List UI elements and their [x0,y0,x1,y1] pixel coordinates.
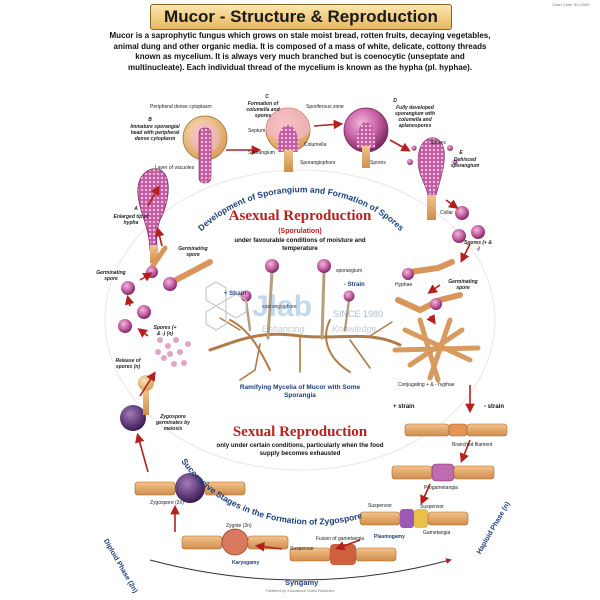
suspensor-label-c: Suspensor [290,546,314,552]
watermark-brand: Jlab [252,290,313,323]
right-hyphae-label: Hyphae [395,282,413,288]
stage-a-letter: A [134,206,138,212]
right-plus-strain: + strain [393,404,415,410]
central-mycelium [208,270,402,381]
stage-c-columella-formation [265,107,311,172]
zygospore-label: Zygospore (2n) [150,500,184,506]
stage-e-collar-label: Collar [440,210,454,216]
conjugating-label: Conjugating + & - hyphae [398,382,455,388]
sexual-conditions: only under certain conditions, particula… [216,442,384,457]
karyogamy-label: Karyogamy [232,560,260,566]
branched-filament [404,423,508,437]
left-germinating-label-a: Germinating spore [178,246,208,258]
right-spores-label: Spores (+ & -) [464,240,492,252]
left-spores [118,281,151,333]
right-germinating-label: Germinating spore [448,279,478,291]
stage-c-sporangium-label: Sporangium [248,150,275,156]
center-sporangiophore-label: sporangiophore [262,304,297,310]
gametangia [359,509,469,528]
watermark-tagline-a: Enhancing [262,324,305,334]
page-title: Mucor - Structure & Reproduction [164,7,438,26]
right-germinating-spore [395,259,463,314]
title-banner: Mucor - Structure & Reproduction [150,4,452,30]
asexual-subtitle: (Sporulation) [278,228,322,235]
stage-e-spores-label: Spores [430,140,446,146]
zygote [181,528,289,556]
stage-e-dehisced-sporangium [407,137,458,220]
suspensor-label-a: Suspensor [368,503,392,509]
syngamy-curve [149,558,452,581]
mycelium-caption: Ramifying Mycelia of Mucor with Some Spo… [239,384,361,399]
progametangia [391,463,495,482]
gametangia-label: Gametangia [423,530,451,536]
watermark-hexagons [205,281,247,331]
stage-b-immature-sporangium [182,115,228,184]
left-germinating-label-b: Germinating spore [96,270,126,282]
stage-c-columella-label: Columella [304,142,327,148]
stage-d-mature-sporangium [343,107,389,168]
right-spores [452,206,485,243]
zygospore-germinates-label: Zygospore germinates by meiosis [156,414,190,432]
fusion-label: Fusion of gametangia [316,536,365,542]
branched-label: Branched filament [452,442,493,448]
stage-d-letter: D [393,98,397,104]
release-label: Release of spores (n) [115,358,141,370]
footer-credit: Published by: Educational Charts Publish… [265,589,335,593]
watermark-since: SINCE 1980 [333,309,384,319]
stage-e-text: Dehisced sporangium [450,157,480,169]
progametangia-label: Progametangia [424,485,458,491]
right-minus-strain: - strain [484,404,505,410]
stage-a-text: Enlarged tip of hypha [113,214,149,226]
zygote-label: Zygote (2n) [226,523,252,529]
asexual-conditions: under favourable conditions of moisture … [234,237,366,252]
chart-code: Chart Code SC-0000 [552,2,590,7]
asexual-title: Asexual Reproduction [228,208,372,224]
cycle-arrows [124,119,475,552]
plasmogamy-label: Plasmogamy [374,534,405,540]
left-spores-label: Spores (+ & -) (n) [153,325,177,337]
released-spores [155,337,191,367]
zygospore [134,473,246,503]
intro-paragraph: Mucor is a saprophytic fungus which grow… [109,31,491,73]
stage-e-letter: E [459,150,463,156]
stage-b-vacuoles-label: Layer of vacuoles [155,165,195,171]
stage-b-cytoplasm-label: Peripheral dense cytoplasm [150,104,212,110]
stage-c-spores-label: Spores [370,160,386,166]
stage-c-sporiferous-label: Sporiferous zone [306,104,344,110]
stage-d-text: Fully developed sporangium with columell… [395,105,435,129]
sexual-title: Sexual Reproduction [232,424,368,440]
stage-b-text: Immature sporangial head with peripheral… [130,124,180,142]
watermark-tagline-b: Knowledge... [332,324,385,334]
center-minus-strain: - Strain [344,282,365,288]
center-sporangium-label: sporangium [336,268,363,274]
stage-b-letter: B [148,117,152,123]
suspensor-label-b: Suspensor [420,504,444,510]
conjugating-hyphae [392,317,481,383]
stage-c-septum-label: Septum [248,128,266,134]
center-plus-strain: + Strain [224,291,247,297]
syngamy-label: Syngamy [285,578,319,587]
stage-c-text: Formation of columella and spores [246,101,280,119]
stage-c-sporangiophore-label: Sporangiophore [300,160,336,166]
stage-c-letter: C [265,94,269,100]
